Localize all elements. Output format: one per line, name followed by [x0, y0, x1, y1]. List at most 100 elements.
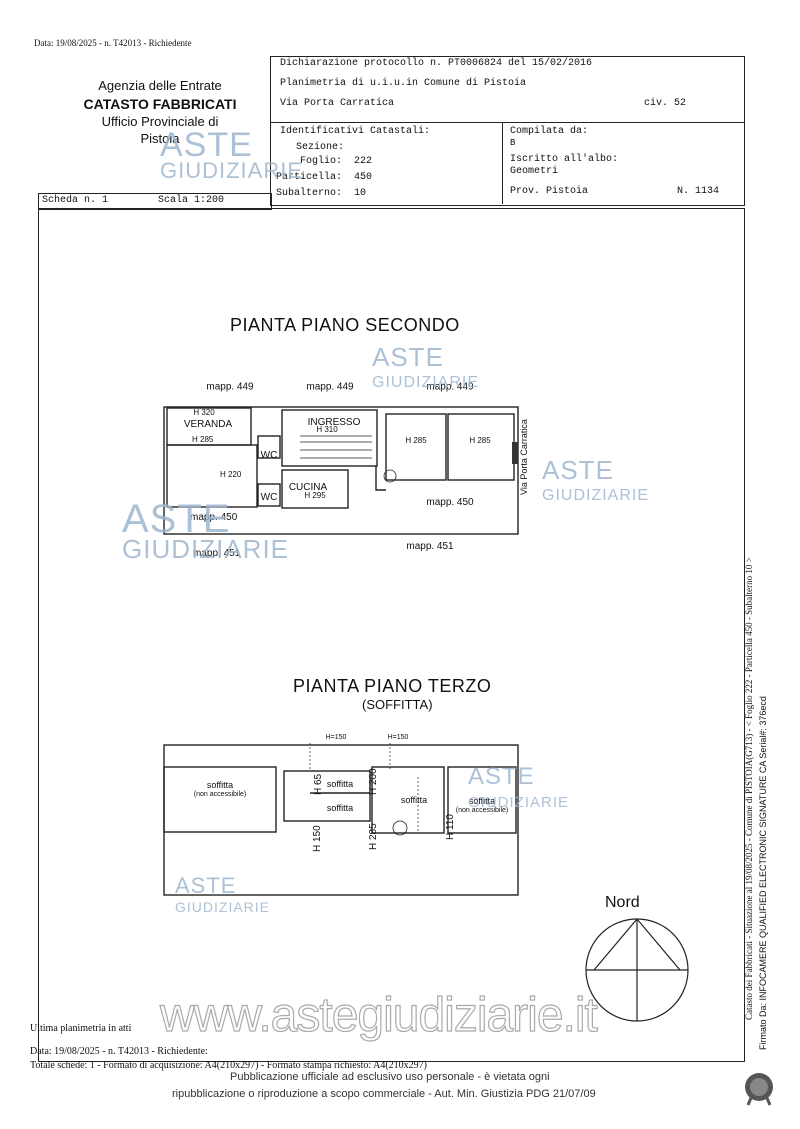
footer-totale-line: Totale schede: 1 - Formato di acquisizio… — [30, 1060, 427, 1071]
address-text: Via Porta Carratica — [280, 98, 395, 109]
scale-label: Scala 1:200 — [158, 195, 225, 206]
ufficio-label: Ufficio Provinciale di — [101, 114, 219, 129]
ultima-planimetria: Ultima planimetria in atti — [30, 1023, 132, 1034]
floor-plan-third: H=150 H=150 (non accessibile) (non acces… — [163, 734, 519, 896]
room-h220 — [166, 444, 258, 508]
h320-label: H 320 — [193, 408, 215, 417]
scheda-row — [38, 193, 272, 210]
publication-notice-2: ripubblicazione o riproduzione a scopo c… — [172, 1088, 596, 1100]
header-col-divider — [502, 122, 503, 204]
soffitta-center-room — [283, 770, 371, 822]
ufficio-city: Pistoia — [140, 131, 180, 146]
h65-label: H 65 — [313, 773, 324, 795]
mapp-449-c: mapp. 449 — [426, 381, 474, 392]
wc-2-room — [257, 483, 281, 507]
soffitta-2-label: soffitta — [327, 779, 353, 789]
agency-block: Agenzia delle Entrate CATASTO FABBRICATI… — [60, 78, 260, 146]
veranda-label: VERANDA — [184, 419, 233, 430]
iscritto-label: Iscritto all'albo: — [510, 154, 619, 165]
mapp-449-a: mapp. 449 — [206, 381, 254, 392]
foglio-label: Foglio: — [300, 156, 343, 167]
publication-notice-1: Pubblicazione ufficiale ad esclusivo uso… — [230, 1071, 550, 1083]
civic-number: civ. 52 — [644, 98, 687, 109]
via-porta-carratica-label: Via Porta Carratica — [519, 419, 529, 495]
h295-label: H 295 — [304, 491, 326, 500]
footer-data-line: Data: 19/08/2025 - n. T42013 - Richieden… — [30, 1046, 208, 1057]
plan-second-floor-title: PIANTA PIANO SECONDO — [230, 315, 460, 335]
soffitta-left-room — [163, 766, 277, 833]
agency-name: Agenzia delle Entrate — [98, 78, 222, 93]
stair-lines — [300, 435, 372, 459]
seal-icon — [745, 1073, 773, 1106]
room-h285-a — [385, 413, 447, 481]
soffitta-4-label: soffitta — [401, 795, 427, 805]
cucina-label: CUCINA — [289, 482, 328, 493]
north-label: Nord — [605, 894, 640, 911]
compilata-value: B — [510, 138, 516, 148]
h285-c-label: H 285 — [469, 436, 491, 445]
mapp-451-b: mapp. 451 — [406, 541, 454, 552]
h285-label-3: H 285 — [368, 823, 379, 850]
catasto-title: CATASTO FABBRICATI — [83, 96, 237, 112]
entrance-mark — [512, 442, 518, 464]
catasto-side-text: Catasto dei Fabbricati - Situazione al 1… — [744, 557, 754, 1020]
subalterno-label: Subalterno: — [276, 188, 343, 199]
north-arrow-icon — [585, 918, 689, 1022]
particella-value: 450 — [354, 172, 373, 183]
website-watermark: www.astegiudiziarie.it — [159, 988, 598, 1042]
soffitta-1-label: soffitta — [207, 780, 233, 790]
h200-label: H 200 — [368, 768, 379, 795]
mapp-450-a: mapp. 450 — [190, 512, 238, 523]
h150-c-label: H 150 — [312, 825, 323, 852]
cucina-room — [281, 469, 349, 509]
h150-a-label: H=150 — [326, 734, 347, 741]
h110-label: H 110 — [445, 814, 456, 840]
plan-third-floor-subtitle: (SOFFITTA) — [362, 697, 433, 712]
drawing-frame — [38, 208, 745, 1062]
ingresso-room — [281, 409, 378, 467]
h285-b-label: H 285 — [405, 436, 427, 445]
top-request-line: Data: 19/08/2025 - n. T42013 - Richieden… — [34, 38, 192, 48]
header-divider — [270, 122, 744, 123]
identificativi-label: Identificativi Catastali: — [280, 126, 431, 137]
building-outline — [163, 406, 519, 535]
provincia-label: Prov. Pistoia — [510, 186, 589, 197]
dichiarazione-text: Dichiarazione protocollo n. PT0006824 de… — [280, 58, 593, 69]
albo-value: Geometri — [510, 166, 559, 177]
soffitta-stair-room — [371, 766, 445, 834]
non-accessibile-1: (non accessibile) — [194, 791, 247, 798]
soffitta-3-label: soffitta — [327, 803, 353, 813]
floor-plan-second: H 320 H 285 H 220 H 310 H 295 H 285 H 28… — [163, 381, 519, 552]
header-table — [270, 56, 745, 206]
plan-third-floor-title: PIANTA PIANO TERZO — [293, 676, 492, 696]
stair-wall — [375, 466, 386, 491]
mapp-450-b: mapp. 450 — [426, 497, 474, 508]
signature-side-text: Firmato Da: INFOCAMERE QUALIFIED ELECTRO… — [758, 696, 768, 1050]
subalterno-value: 10 — [354, 188, 367, 199]
foglio-value: 222 — [354, 156, 373, 167]
h285-a-label: H 285 — [192, 435, 214, 444]
compilata-label: Compilata da: — [510, 126, 589, 137]
particella-label: Particella: — [276, 172, 343, 183]
soffitta-right-room — [447, 766, 517, 834]
h310-label: H 310 — [316, 425, 338, 434]
wc-1-label: WC — [261, 450, 278, 461]
sezione-label: Sezione: — [296, 142, 345, 153]
soffitta-5-label: soffitta — [469, 796, 495, 806]
mapp-451-a: mapp. 451 — [193, 548, 241, 559]
wc-2-label: WC — [261, 492, 278, 503]
albo-number: N. 1134 — [677, 186, 720, 197]
h220-label: H 220 — [220, 470, 242, 479]
spiral-stair-3 — [392, 820, 408, 836]
non-accessibile-2: (non accessibile) — [456, 807, 509, 814]
planimetria-text: Planimetria di u.i.u.in Comune di Pistoi… — [280, 78, 527, 89]
scheda-number: Scheda n. 1 — [42, 195, 109, 206]
h150-b-label: H=150 — [388, 734, 409, 741]
spiral-stair — [383, 469, 397, 483]
